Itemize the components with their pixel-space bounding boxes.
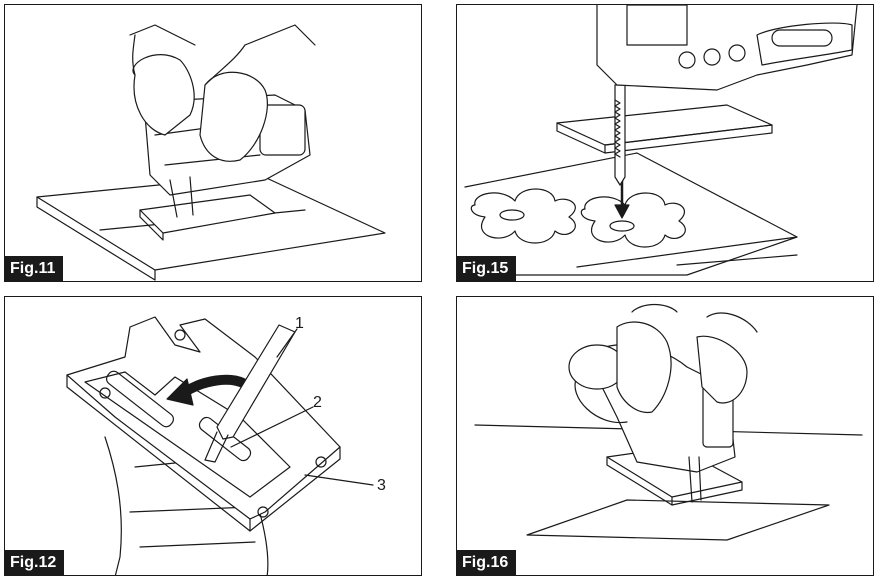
figure-11-panel: Fig.11 — [4, 4, 422, 282]
figure-12-illustration — [66, 316, 374, 575]
figure-label: Fig.15 — [457, 256, 517, 281]
figure-15-panel: Fig.15 — [456, 4, 874, 282]
figure-11-illustration — [36, 24, 386, 281]
figure-label: Fig.12 — [5, 550, 65, 575]
figure-16-illustration — [474, 303, 863, 541]
figure-15-illustration — [464, 5, 858, 276]
callout-3: 3 — [377, 477, 386, 494]
callout-2: 2 — [313, 394, 322, 411]
callout-1: 1 — [295, 315, 304, 332]
figure-16-panel: Fig.16 — [456, 296, 874, 576]
figure-label: Fig.16 — [457, 550, 517, 575]
figure-12-panel: 1 2 3 Fig.12 — [4, 296, 422, 576]
figure-label: Fig.11 — [5, 256, 64, 281]
